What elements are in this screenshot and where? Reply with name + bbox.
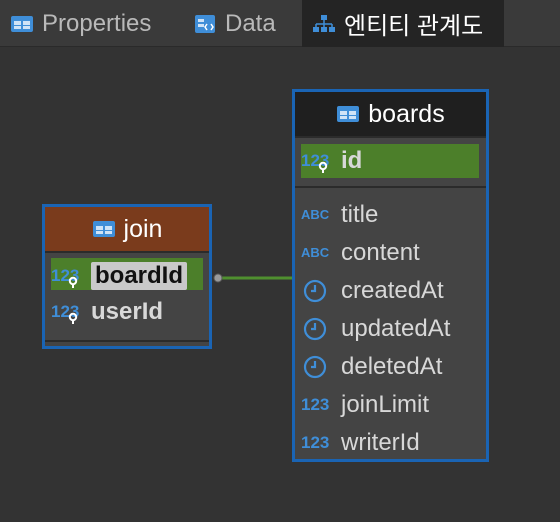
tab-label: Data [225,9,276,37]
svg-text:123: 123 [51,302,79,321]
primary-key-highlight [301,144,479,178]
number-key-icon: 123 [51,300,85,324]
relation-line[interactable] [212,273,292,283]
er-diagram-icon [313,14,335,32]
attribute-name: content [341,239,420,266]
number-type-icon: 123 [301,431,335,455]
table-icon [11,15,33,32]
svg-text:123: 123 [301,395,329,414]
attribute-row[interactable]: updatedAt [301,310,480,348]
entity-columns: 123 boardId 123 userId [45,253,209,342]
entity-header[interactable]: join [45,207,209,253]
attribute-name: updatedAt [341,315,451,342]
table-icon [92,221,115,237]
number-key-icon: 123 [301,149,335,173]
attribute-row[interactable]: ABC title [301,196,480,234]
attribute-row[interactable]: 123 boardId [51,258,203,294]
entity-header[interactable]: boards [295,92,486,138]
attribute-name: userId [91,298,164,325]
attribute-name: title [341,201,379,228]
attribute-name: createdAt [341,277,444,304]
entity-title: boards [368,99,445,128]
tab-label: Properties [42,9,152,37]
entity-columns: ABC title ABC content createdAt [295,188,486,470]
attribute-row[interactable]: createdAt [301,272,480,310]
text-type-icon: ABC [301,203,335,227]
entity-join[interactable]: join 123 boardId 123 [42,204,212,349]
attribute-row[interactable]: ABC content [301,234,480,272]
attribute-name: writerId [341,429,420,456]
entity-title: join [123,214,163,243]
relation-endpoint-icon [213,273,223,283]
text-type-icon: ABC [301,241,335,265]
clock-icon [301,355,335,379]
data-grid-icon [195,14,215,33]
attribute-row[interactable]: 123 userId [51,294,203,330]
number-key-icon: 123 [51,264,85,288]
entity-primary-keys: 123 id [295,138,486,188]
editor-tab-bar: Properties Data 엔티티 관계도 [0,0,560,47]
attribute-row[interactable]: 123 id [301,144,480,178]
tab-properties[interactable]: Properties [10,0,151,47]
attribute-row[interactable]: 123 joinLimit [301,386,480,424]
attribute-row[interactable]: 123 writerId [301,424,480,462]
attribute-name: joinLimit [341,391,430,418]
attribute-name: boardId [91,262,187,290]
table-icon [337,106,360,122]
clock-icon [301,279,335,303]
er-diagram-canvas[interactable]: join 123 boardId 123 [0,47,560,522]
tab-er-diagram[interactable]: 엔티티 관계도 [302,0,504,47]
svg-text:123: 123 [301,151,329,170]
tab-data[interactable]: Data [193,0,276,47]
svg-text:123: 123 [51,266,79,285]
attribute-name: id [341,147,363,174]
clock-icon [301,317,335,341]
tab-label: 엔티티 관계도 [344,13,484,40]
svg-text:ABC: ABC [301,207,330,222]
attribute-name: deletedAt [341,353,443,380]
svg-text:ABC: ABC [301,245,330,260]
svg-text:123: 123 [301,433,329,452]
number-type-icon: 123 [301,393,335,417]
entity-boards[interactable]: boards 123 id ABC title [292,89,489,462]
attribute-row[interactable]: deletedAt [301,348,480,386]
